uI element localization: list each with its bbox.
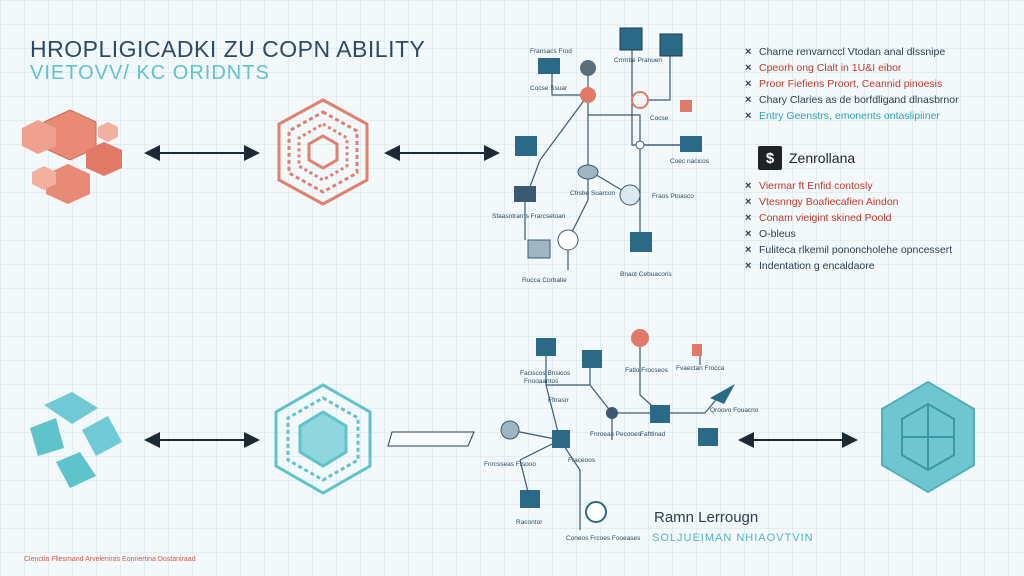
bottom-node-label: Racontor	[516, 519, 543, 526]
bottom-right-subtitle: SOLJUEIMAN NHIAOVTVIN	[652, 532, 814, 544]
list-item-text: Vtesnngy Boafiecafien Aindon	[759, 196, 899, 208]
teal-hexagon-icon	[881, 380, 975, 494]
brand-block: $ Zenrollana	[758, 146, 855, 170]
list-item-text: Proor Fiefiens Proort, Ceannid pinoesis	[759, 78, 943, 90]
list-item: × Conam vieigint skined Poold	[745, 210, 952, 226]
list-item-text: Fuliteca rlkemil pononcholehe opncessert	[759, 244, 953, 256]
feature-list-top: ×Charne renvarnccl Vtodan anal dlssnipe×…	[745, 44, 959, 124]
top-node-label: Fransacs Frod	[530, 48, 572, 55]
top-flow-network	[524, 40, 690, 270]
bottom-node-label: Fraceoos	[568, 457, 596, 464]
top-node-label: Sfaasntrarns Frarcsetoan	[492, 213, 566, 220]
bottom-flow-nodes	[500, 329, 735, 523]
bottom-node-label: Fatlo Frocseos	[625, 367, 669, 374]
close-x-icon: ×	[745, 244, 752, 256]
bottom-flow-labels: Faciscos Bnsicos Fnooaantos Fatlo Frocse…	[484, 365, 759, 542]
top-node-label: Crrmbe Pranuen	[614, 57, 662, 64]
list-item-text: Entry Geenstrs, emonents ontaslipiiner	[759, 110, 940, 122]
list-item-text: Indentation g encaldaore	[759, 260, 875, 272]
close-x-icon: ×	[745, 110, 752, 122]
bottom-connector-plank	[387, 431, 475, 447]
top-node-label: Cocse Ssuar	[530, 85, 568, 92]
close-x-icon: ×	[745, 46, 752, 58]
bottom-node-label: Fafttinad	[640, 431, 666, 438]
list-item-text: Conam vieigint skined Poold	[759, 212, 892, 224]
bottom-node-label: Fvaectan Frocca	[676, 365, 725, 372]
close-x-icon: ×	[745, 78, 752, 90]
list-item: × Indentation g encaldaore	[745, 258, 952, 274]
list-item: × Viermar ft Enfid contosly	[745, 178, 952, 194]
footer-text: Clenctia Fllesmand Arveleniras Eonnertin…	[24, 556, 196, 563]
close-x-icon: ×	[745, 94, 752, 106]
close-x-icon: ×	[745, 196, 752, 208]
close-x-icon: ×	[745, 260, 752, 272]
feature-list-bottom: × Viermar ft Enfid contosly × Vtesnngy Boaf…	[745, 178, 952, 274]
close-x-icon: ×	[745, 212, 752, 224]
top-node-label: Cfrsbe Suarcon	[570, 190, 616, 197]
top-node-label: Cocse	[650, 115, 669, 122]
bottom-node-label: Fftrasrr	[548, 397, 570, 404]
coral-cube-cluster	[22, 109, 122, 204]
bottom-node-label: Fnrcsseas Frsooo	[484, 461, 536, 468]
bottom-right-title: Ramn Lerrougn	[654, 509, 759, 526]
bottom-node-label: Coneos Frcoes Fooeases	[566, 535, 641, 542]
top-node-label: Rucca Corbatie	[522, 277, 567, 284]
list-item-text: Chary Claries as de borfdligand dlnasbrn…	[759, 94, 959, 106]
top-node-label: Fraos Ptoasco	[652, 193, 694, 200]
top-flow-nodes	[514, 27, 702, 259]
list-item-text: Viermar ft Enfid contosly	[759, 180, 873, 192]
close-x-icon: ×	[745, 228, 752, 240]
close-x-icon: ×	[745, 180, 752, 192]
bottom-node-label: Faciscos Bnsicos	[520, 370, 571, 377]
coral-lattice	[277, 98, 369, 206]
page-title: HROPLIGICADKI ZU COPN ABILITY	[30, 36, 426, 62]
close-x-icon: ×	[745, 62, 752, 74]
list-item: × Cpeorh ong Clalt in 1U&I eibor	[745, 60, 959, 76]
list-item: × Vtesnngy Boafiecafien Aindon	[745, 194, 952, 210]
top-flow-labels: Fransacs Frod Cocse Ssuar Crrmbe Pranuen…	[492, 48, 710, 284]
top-node-label: Bnaot Cebuacoris	[620, 271, 672, 278]
list-item: × Charne renvarnccl Vtodan anal dlssnipe	[745, 44, 959, 60]
bottom-node-label: Fnroeas Pecooes	[590, 431, 642, 438]
teal-lattice	[274, 383, 372, 495]
list-item: × Fuliteca rlkemil pononcholehe opncesser…	[745, 242, 952, 258]
top-node-label: Coec nacicos	[670, 158, 710, 165]
bottom-node-label: Qroovo Fouacno	[710, 407, 759, 414]
list-item-text: Charne renvarnccl Vtodan anal dlssnipe	[759, 46, 946, 58]
teal-tile-cluster	[30, 392, 122, 488]
list-item: × Chary Claries as de borfdligand dlnasbr…	[745, 92, 959, 108]
list-item: × Proor Fiefiens Proort, Ceannid pinoesis	[745, 76, 959, 92]
bottom-node-label: Fnooaantos	[524, 378, 559, 385]
list-item-text: O-bleus	[759, 228, 796, 240]
dollar-icon: $	[758, 146, 782, 170]
list-item: × O-bleus	[745, 226, 952, 242]
list-item-text: Cpeorh ong Clalt in 1U&I eibor	[759, 62, 902, 74]
page-subtitle: VIETOVV/ KC ORIDNTS	[30, 62, 270, 84]
brand-name: Zenrollana	[789, 150, 856, 166]
list-item: × Entry Geenstrs, emonents ontaslipiiner	[745, 108, 959, 124]
